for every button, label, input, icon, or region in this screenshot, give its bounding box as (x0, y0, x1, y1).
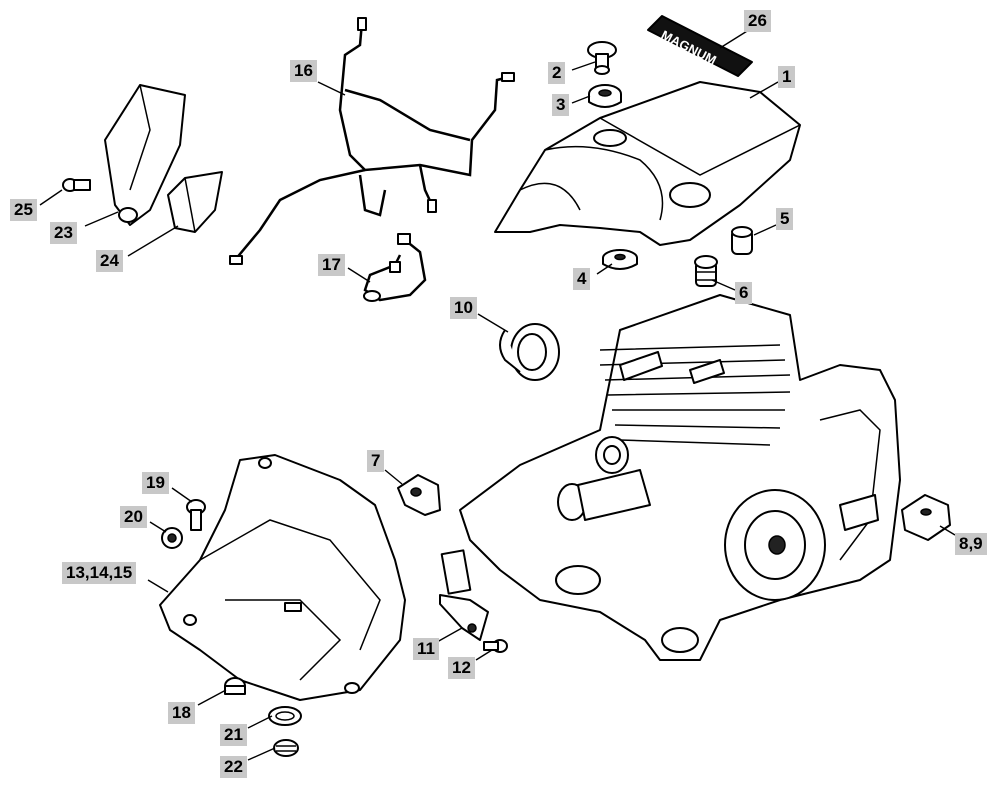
label-part-16: 16 (290, 60, 317, 82)
label-part-1: 1 (778, 66, 796, 88)
label-part-7: 7 (367, 450, 385, 472)
label-part-21: 21 (220, 724, 247, 746)
part-12-screw (483, 639, 508, 653)
part-1-top-cover (494, 81, 801, 246)
part-17-wire (363, 233, 427, 302)
part-2-knob (587, 41, 617, 75)
label-part-8-9: 8,9 (955, 533, 987, 555)
part-11-lever (439, 549, 489, 641)
part-22-pad (273, 739, 299, 757)
label-part-12: 12 (448, 657, 475, 679)
part-10-boot (499, 323, 560, 381)
part-16-wire-harness (229, 17, 515, 265)
label-part-4: 4 (573, 268, 591, 290)
label-part-26: 26 (744, 10, 771, 32)
label-part-13-14-15: 13,14,15 (62, 562, 137, 584)
part-25-screw (62, 178, 91, 192)
part-21-pad (268, 706, 302, 726)
label-part-18: 18 (168, 702, 195, 724)
label-part-3: 3 (552, 94, 570, 116)
label-part-10: 10 (450, 297, 477, 319)
label-part-19: 19 (142, 472, 169, 494)
engine-crankcase (459, 294, 901, 661)
label-part-11: 11 (413, 638, 439, 660)
label-part-22: 22 (220, 756, 247, 778)
label-part-5: 5 (776, 208, 794, 230)
part-5-plug (731, 226, 753, 255)
label-part-17: 17 (318, 254, 345, 276)
part-26-badge: MAGNUM (647, 15, 753, 77)
part-20-grommet (161, 527, 183, 549)
part-24-cover-piece (167, 171, 223, 233)
label-part-23: 23 (50, 222, 77, 244)
part-8-9-grommet (901, 494, 951, 541)
part-18-buffer (224, 677, 246, 695)
label-part-24: 24 (96, 250, 123, 272)
label-part-25: 25 (10, 199, 37, 221)
label-part-6: 6 (735, 282, 753, 304)
part-3-grommet (588, 84, 622, 108)
part-23-bracket (104, 84, 186, 226)
leader-lines (39, 27, 956, 761)
part-4-washer (602, 249, 638, 270)
part-6-buffer (694, 255, 718, 287)
label-part-2: 2 (548, 62, 566, 84)
part-7-bracket (397, 474, 441, 516)
label-part-20: 20 (120, 506, 147, 528)
part-19-screw (186, 499, 206, 531)
part-13-14-15-lower-housing (159, 454, 406, 701)
